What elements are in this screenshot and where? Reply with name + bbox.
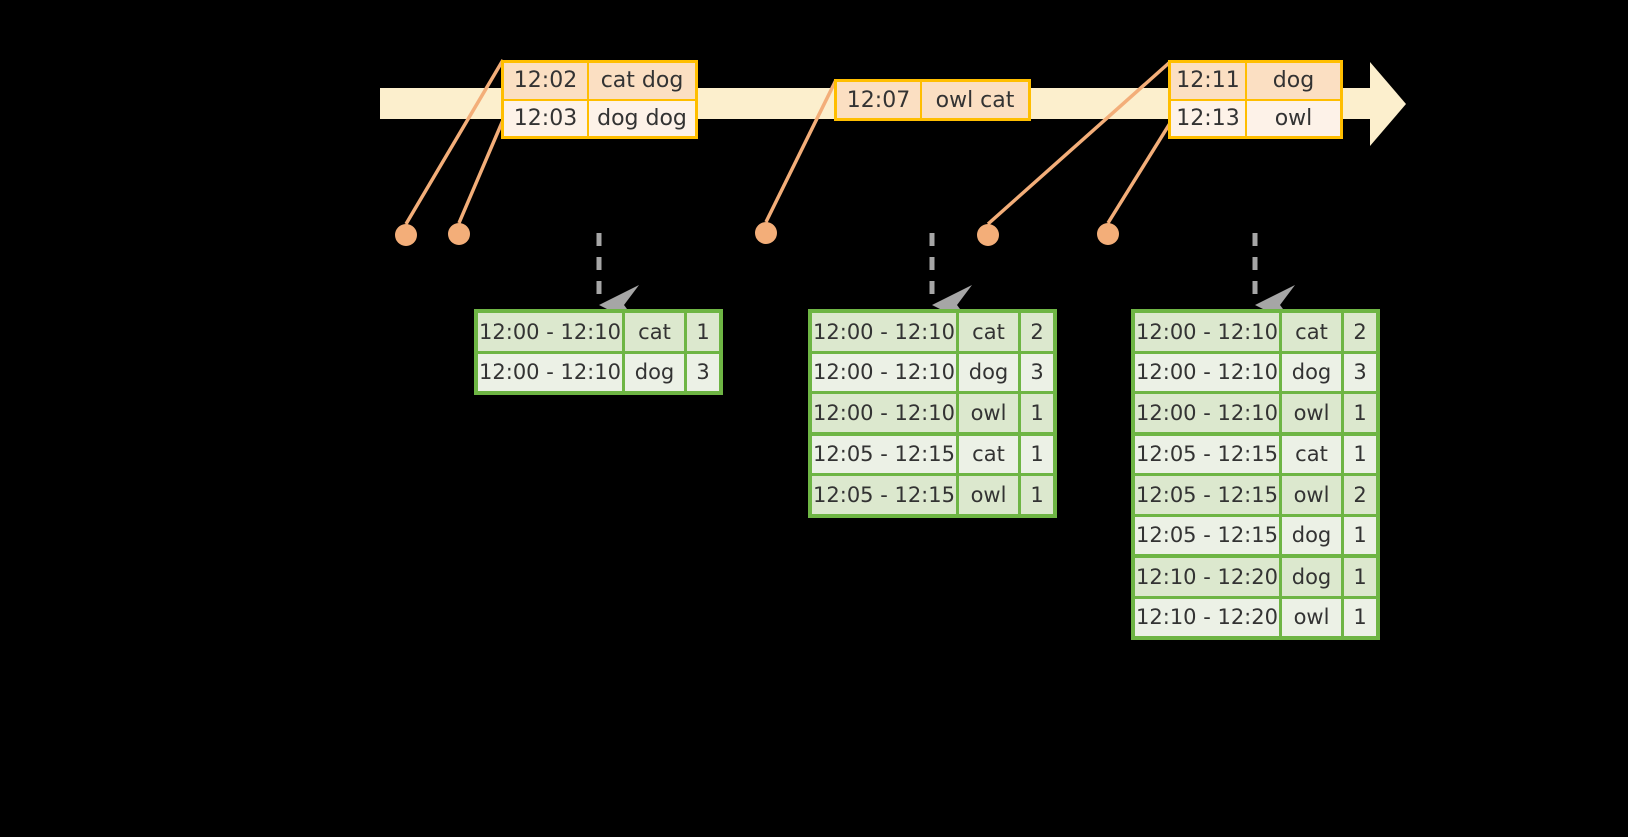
count-cell: 1 (1030, 482, 1044, 507)
count-cell: 1 (1353, 523, 1367, 548)
event-box-1[interactable]: 12:02 cat dog 12:03 dog dog (501, 60, 698, 139)
event-marker-3 (755, 222, 777, 244)
window-cell: 12:05 - 12:15 (1135, 476, 1282, 514)
connector-line-5 (1106, 119, 1174, 224)
count-cell: 3 (1030, 360, 1044, 385)
window-cell: 12:00 - 12:10 (1135, 353, 1282, 391)
window-cell: 12:10 - 12:20 (1135, 598, 1282, 636)
window-cell: 12:00 - 12:10 (812, 394, 959, 432)
count-cell: 1 (696, 319, 710, 344)
count-cell: 1 (1030, 400, 1044, 425)
event-marker-4 (977, 224, 999, 246)
window-cell: 12:00 - 12:10 (812, 313, 959, 351)
event-row: 12:07 owl cat (837, 82, 1028, 118)
key-cell: owl (1282, 394, 1344, 432)
window-cell: 12:05 - 12:15 (812, 476, 959, 514)
count-cell: 2 (1030, 319, 1044, 344)
key-cell: owl (959, 394, 1021, 432)
event-row: 12:02 cat dog (504, 63, 695, 99)
event-value: dog (1272, 68, 1315, 94)
key-cell: dog (959, 353, 1021, 391)
window-cell: 12:00 - 12:10 (478, 353, 625, 391)
window-cell: 12:10 - 12:20 (1135, 558, 1282, 596)
window-cell: 12:00 - 12:10 (812, 353, 959, 391)
key-cell: cat (959, 313, 1021, 351)
event-time: 12:13 (1171, 100, 1247, 136)
count-cell: 1 (1353, 564, 1367, 589)
window-cell: 12:00 - 12:10 (1135, 394, 1282, 432)
count-cell: 1 (1353, 400, 1367, 425)
event-row: 12:13 owl (1171, 98, 1340, 136)
key-cell: cat (625, 313, 687, 351)
count-cell: 1 (1353, 605, 1367, 630)
event-marker-2 (448, 223, 470, 245)
window-cell: 12:05 - 12:15 (1135, 435, 1282, 473)
event-row: 12:03 dog dog (504, 98, 695, 136)
event-box-3[interactable]: 12:11 dog 12:13 owl (1168, 60, 1343, 139)
window-cell: 12:05 - 12:15 (812, 435, 959, 473)
event-box-2[interactable]: 12:07 owl cat (834, 79, 1031, 121)
event-value: owl cat (935, 87, 1015, 113)
key-cell: cat (959, 435, 1021, 473)
key-cell: dog (625, 353, 687, 391)
event-time: 12:07 (837, 82, 922, 118)
key-cell: cat (1282, 313, 1344, 351)
key-cell: owl (959, 476, 1021, 514)
key-cell: dog (1282, 558, 1344, 596)
event-value: dog dog (597, 105, 687, 131)
event-value: cat dog (600, 68, 684, 94)
event-row: 12:11 dog (1171, 63, 1340, 99)
event-marker-5 (1097, 223, 1119, 245)
event-time: 12:02 (504, 63, 589, 99)
connector-line-1 (404, 59, 505, 225)
count-cell: 1 (1353, 442, 1367, 467)
count-cell: 3 (1353, 360, 1367, 385)
key-cell: dog (1282, 353, 1344, 391)
event-time: 12:03 (504, 100, 589, 136)
connector-line-2 (457, 119, 505, 224)
key-cell: dog (1282, 516, 1344, 554)
window-cell: 12:00 - 12:10 (478, 313, 625, 351)
key-cell: owl (1282, 598, 1344, 636)
count-cell: 1 (1030, 442, 1044, 467)
count-cell: 2 (1353, 319, 1367, 344)
window-cell: 12:00 - 12:10 (1135, 313, 1282, 351)
key-cell: owl (1282, 476, 1344, 514)
event-value: owl (1274, 105, 1313, 131)
timeline-arrowhead-icon (1370, 62, 1406, 146)
window-cell: 12:05 - 12:15 (1135, 516, 1282, 554)
event-marker-1 (395, 224, 417, 246)
event-time: 12:11 (1171, 63, 1247, 99)
key-cell: cat (1282, 435, 1344, 473)
count-cell: 3 (696, 360, 710, 385)
count-cell: 2 (1353, 482, 1367, 507)
